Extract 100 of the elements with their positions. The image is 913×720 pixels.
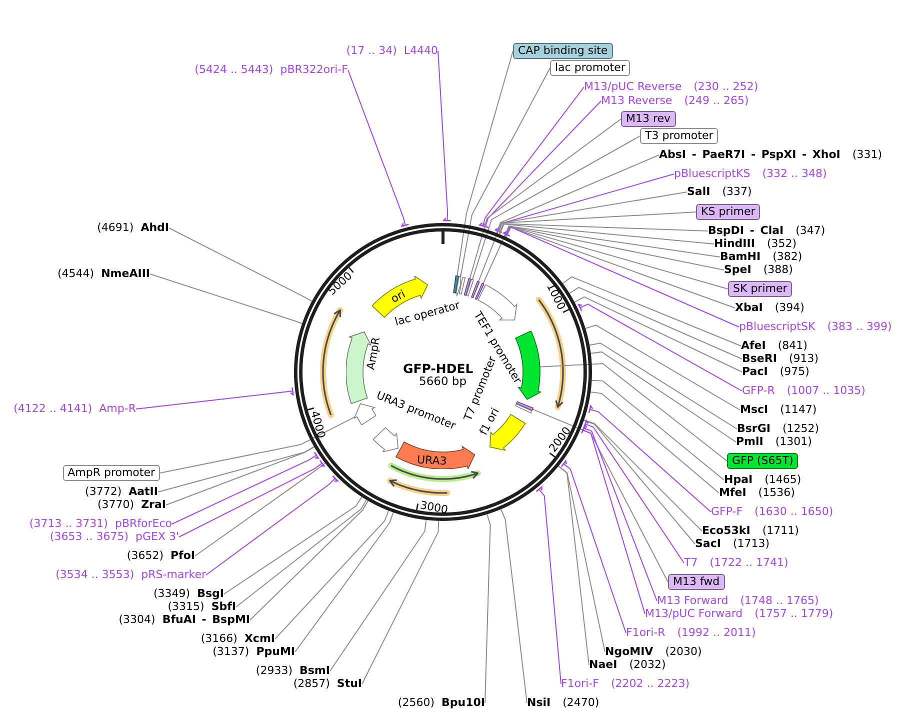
enzyme-name: StuI <box>336 677 362 690</box>
primer-name: GFP-R <box>742 384 775 397</box>
leader-line <box>558 465 606 652</box>
feature-tag: M13 rev <box>621 111 676 127</box>
enzyme-name: BfuAI - BspMI <box>162 613 250 626</box>
leader-line <box>456 50 514 277</box>
leader-line <box>539 363 728 462</box>
cut-site-position: (1536) <box>758 486 795 499</box>
cut-site-position: (841) <box>778 339 808 352</box>
leader-line <box>496 154 660 234</box>
cut-site-position: (3652) <box>126 549 164 562</box>
primer-position: (1722 .. 1741) <box>710 556 788 569</box>
feature-tag: KS primer <box>696 204 760 220</box>
primer-position: (3534 .. 3553) <box>56 568 134 581</box>
leader-line <box>136 386 294 410</box>
primer-position: (4122 .. 4141) <box>14 402 92 415</box>
leader-line <box>224 496 362 594</box>
leader-line <box>584 420 702 532</box>
enzyme-name: BsmI <box>300 664 330 677</box>
leader-line <box>482 100 602 228</box>
cut-site-position: (4544) <box>58 267 94 280</box>
cut-site-position: (1301) <box>775 435 812 448</box>
cut-site-position: (2933) <box>256 664 292 677</box>
feature-tag: T3 promoter <box>640 128 718 144</box>
primer-name: pBluescriptKS <box>674 167 750 180</box>
cut-site-position: (913) <box>788 352 819 365</box>
leader-line <box>532 408 668 582</box>
enzyme-name: BseRI <box>742 352 777 365</box>
leader-line <box>585 324 740 410</box>
primer-position: (1757 .. 1779) <box>754 607 834 620</box>
primer-name: M13 Forward <box>657 594 728 607</box>
primer-position: (2202 .. 2223) <box>610 677 690 690</box>
leader-line <box>502 226 740 328</box>
leader-line <box>250 500 369 620</box>
plasmid-length: 5660 bp <box>419 374 467 388</box>
enzyme-name: BspDI - ClaI <box>708 224 784 237</box>
enzyme-name: NsiI <box>527 696 551 709</box>
primer-position: (5424 .. 5443) <box>194 63 274 76</box>
leader-line <box>206 475 338 576</box>
primer-name: M13/pUC Forward <box>645 607 743 620</box>
scale-label: 3000 <box>420 498 450 516</box>
leader-line <box>166 446 315 506</box>
cut-site-position: (2857) <box>293 677 330 690</box>
cut-site-position: (1252) <box>782 422 820 435</box>
leader-line <box>558 466 590 666</box>
leader-line <box>590 391 720 494</box>
leader-line <box>150 274 303 324</box>
cut-site-position: (2032) <box>629 658 666 671</box>
scale-label: 4000 <box>308 409 328 440</box>
feature-tag: SK primer <box>728 281 792 297</box>
enzyme-name: PfoI <box>170 549 195 562</box>
primer-name: F1ori-R <box>626 626 666 639</box>
primer-position: (1992 .. 2011) <box>677 626 756 639</box>
leader-line <box>498 223 708 234</box>
leader-line <box>580 426 646 614</box>
leader-line <box>330 520 427 672</box>
leader-line <box>294 512 394 652</box>
cut-site-position: (3770) <box>98 498 134 511</box>
feature-label: ori <box>388 286 408 306</box>
feature-label: URA3 <box>416 452 448 468</box>
leader-line <box>348 70 410 227</box>
leader-line <box>236 499 367 608</box>
primer-position: (383 .. 399) <box>827 320 892 333</box>
primer-name: pBRforEco <box>114 517 172 530</box>
leader-line <box>504 226 724 270</box>
feature-tag: lac promoter <box>550 60 630 76</box>
primer-position: (3653 .. 3675) <box>50 530 128 543</box>
cut-site-position: (3315) <box>168 600 204 613</box>
cut-site-position: (1711) <box>762 524 799 537</box>
enzyme-name: SalI <box>687 185 710 198</box>
primer-name: Amp-R <box>99 402 136 415</box>
enzyme-name: HindIII <box>714 237 755 250</box>
enzyme-name: NaeI <box>589 658 618 671</box>
leader-line <box>582 424 658 602</box>
leader-line <box>591 380 724 480</box>
leader-line <box>478 86 584 228</box>
leader-line <box>583 420 684 564</box>
cut-site-position: (3166) <box>200 632 238 645</box>
enzyme-name: AhdI <box>140 221 169 234</box>
leader-line <box>560 460 626 634</box>
enzyme-name: NmeAIII <box>101 267 150 280</box>
leader-line <box>500 508 528 704</box>
cut-site-position: (2560) <box>398 696 434 709</box>
enzyme-name: Bpu10I <box>442 696 485 709</box>
leader-line <box>506 226 736 308</box>
enzyme-name: BsrGI <box>737 422 770 435</box>
leader-line <box>172 452 319 524</box>
feature-tag: M13 fwd <box>668 574 725 590</box>
enzyme-name: XcmI <box>244 632 275 645</box>
leader-line <box>574 296 742 372</box>
primer-name: pGEX 3' <box>135 530 179 543</box>
cut-site-position: (347) <box>796 224 826 237</box>
leader-line <box>168 228 312 302</box>
leader-line <box>438 50 452 222</box>
primer-name: pBR322ori-F <box>280 63 348 76</box>
enzyme-name: NgoMIV <box>605 645 654 658</box>
leader-line <box>158 446 315 492</box>
cut-site-position: (394) <box>774 301 804 314</box>
leader-line <box>469 118 622 280</box>
enzyme-name: AatII <box>128 485 158 498</box>
